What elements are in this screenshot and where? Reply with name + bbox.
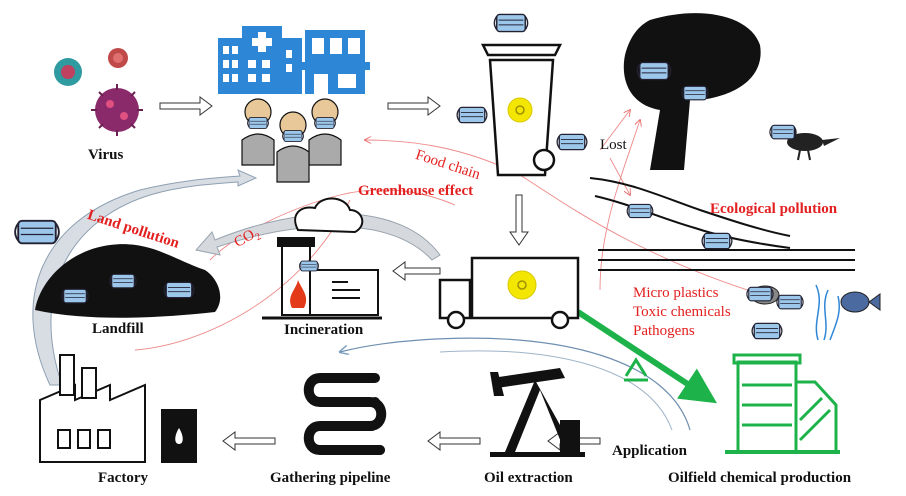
label-lost: Lost xyxy=(600,137,627,153)
label-ecological-pollution: Ecological pollution xyxy=(710,201,838,217)
label-incineration: Incineration xyxy=(284,322,364,338)
biohazard-bin-icon xyxy=(480,43,563,177)
food-chain-curve xyxy=(134,110,781,351)
virus-icon xyxy=(54,48,143,136)
landfill-return-swoosh xyxy=(32,169,691,431)
incinerator-icon xyxy=(262,197,382,320)
recycle-icon xyxy=(624,357,648,382)
label-pathogens: Pathogens xyxy=(633,323,695,339)
pipeline-icon xyxy=(303,373,387,455)
pump-jack-icon xyxy=(490,368,585,457)
label-oilfield-chemical-production: Oilfield chemical production xyxy=(668,470,852,486)
label-gathering-pipeline: Gathering pipeline xyxy=(270,470,391,486)
label-application: Application xyxy=(612,443,688,459)
label-greenhouse-effect: Greenhouse effect xyxy=(358,183,474,199)
truck-icon xyxy=(438,256,580,330)
hospital-icon xyxy=(218,26,370,94)
label-virus: Virus xyxy=(88,147,124,163)
pipeline-valves xyxy=(367,373,385,455)
recycle-arrow xyxy=(576,309,718,404)
label-toxic-chemicals: Toxic chemicals xyxy=(633,304,731,320)
people-icon xyxy=(241,98,342,183)
label-factory: Factory xyxy=(98,470,148,486)
seaweed-icon xyxy=(815,284,841,341)
river-icon xyxy=(589,177,855,271)
oilfield-plant-icon xyxy=(725,353,840,454)
label-oil-extraction: Oil extraction xyxy=(484,470,573,486)
label-micro-plastics: Micro plastics xyxy=(633,285,719,301)
label-landfill: Landfill xyxy=(92,321,144,337)
factory-icon xyxy=(39,354,197,463)
